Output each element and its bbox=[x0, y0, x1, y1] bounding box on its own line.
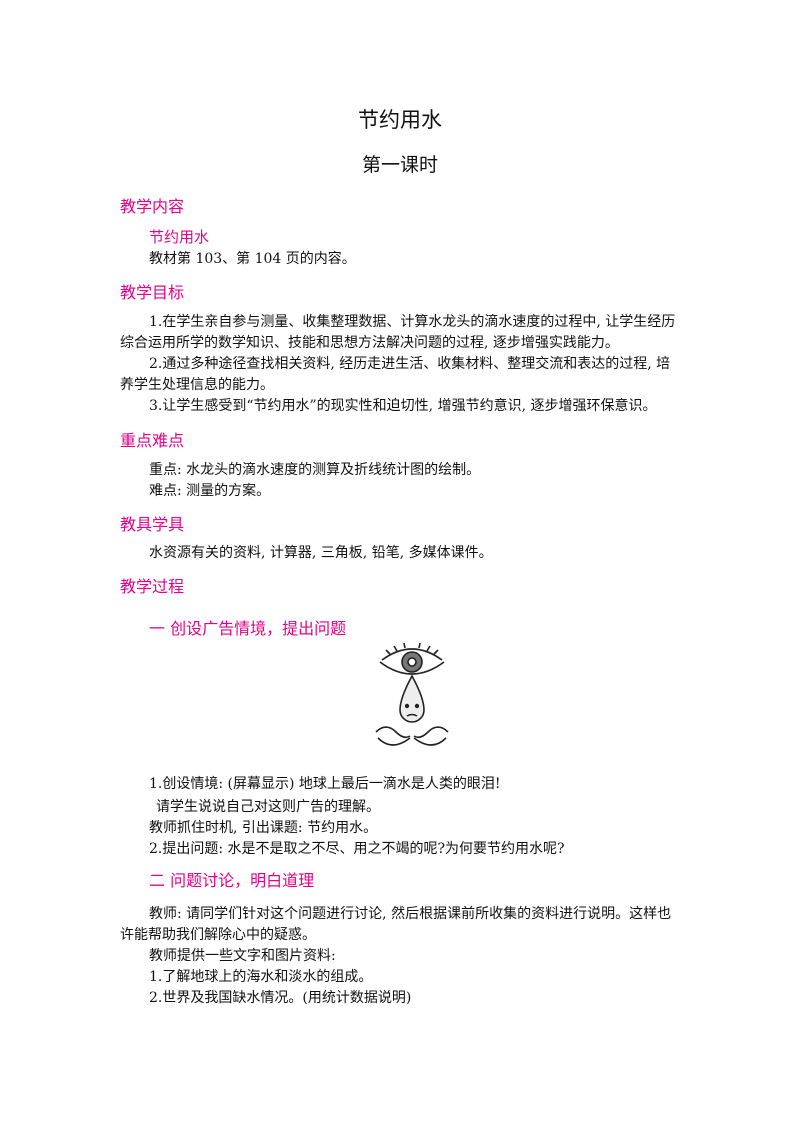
heading-goals: 教学目标 bbox=[120, 283, 185, 302]
step2-line: 教师: 请同学们针对这个问题进行讨论, 然后根据课前所收集的资料进行说明。这样也 bbox=[149, 906, 672, 922]
page-title: 节约用水 bbox=[358, 108, 442, 132]
heading-process: 教学过程 bbox=[120, 577, 185, 596]
heading-content: 教学内容 bbox=[120, 197, 185, 216]
goals-line: 3.让学生感受到“节约用水”的现实性和迫切性, 增强节约意识, 逐步增强环保意识… bbox=[149, 398, 657, 414]
eye-teardrop-hands-illustration bbox=[375, 642, 449, 746]
step2-line: 2.世界及我国缺水情况。(用统计数据说明) bbox=[149, 990, 412, 1006]
step2-line: 教师提供一些文字和图片资料: bbox=[149, 948, 336, 964]
goals-line: 2.通过多种途径查找相关资料, 经历走进生活、收集材料、整理交流和表达的过程, … bbox=[149, 356, 671, 372]
content-text: 教材第 103、第 104 页的内容。 bbox=[149, 251, 356, 267]
heading-keypoints: 重点难点 bbox=[120, 431, 185, 450]
step2-heading: 二 问题讨论，明白道理 bbox=[149, 871, 315, 890]
tools-text: 水资源有关的资料, 计算器, 三角板, 铅笔, 多媒体课件。 bbox=[149, 545, 493, 561]
step1-line: 1.创设情境: (屏幕显示) 地球上最后一滴水是人类的眼泪! bbox=[149, 776, 501, 792]
step1-line: 请学生说说自己对这则广告的理解。 bbox=[156, 799, 380, 815]
heading-tools: 教具学具 bbox=[120, 515, 185, 534]
goals-line: 1.在学生亲自参与测量、收集整理数据、计算水龙头的滴水速度的过程中, 让学生经历 bbox=[149, 314, 676, 330]
step2-line: 许能帮助我们解除心中的疑惑。 bbox=[120, 927, 316, 943]
keypoint-line: 重点: 水龙头的滴水速度的测算及折线统计图的绘制。 bbox=[149, 462, 481, 478]
step1-heading: 一 创设广告情境，提出问题 bbox=[149, 619, 347, 638]
page-subtitle: 第一课时 bbox=[361, 154, 438, 176]
step2-line: 1.了解地球上的海水和淡水的组成。 bbox=[149, 969, 373, 985]
subheading-content: 节约用水 bbox=[149, 228, 210, 246]
step1-line: 教师抓住时机, 引出课题: 节约用水。 bbox=[149, 820, 378, 836]
step1-line: 2.提出问题: 水是不是取之不尽、用之不竭的呢?为何要节约用水呢? bbox=[149, 841, 565, 857]
goals-line: 综合运用所学的数学知识、技能和思想方法解决问题的过程, 逐步增强实践能力。 bbox=[120, 335, 619, 351]
keypoint-line: 难点: 测量的方案。 bbox=[149, 483, 271, 499]
goals-line: 养学生处理信息的能力。 bbox=[120, 377, 274, 393]
